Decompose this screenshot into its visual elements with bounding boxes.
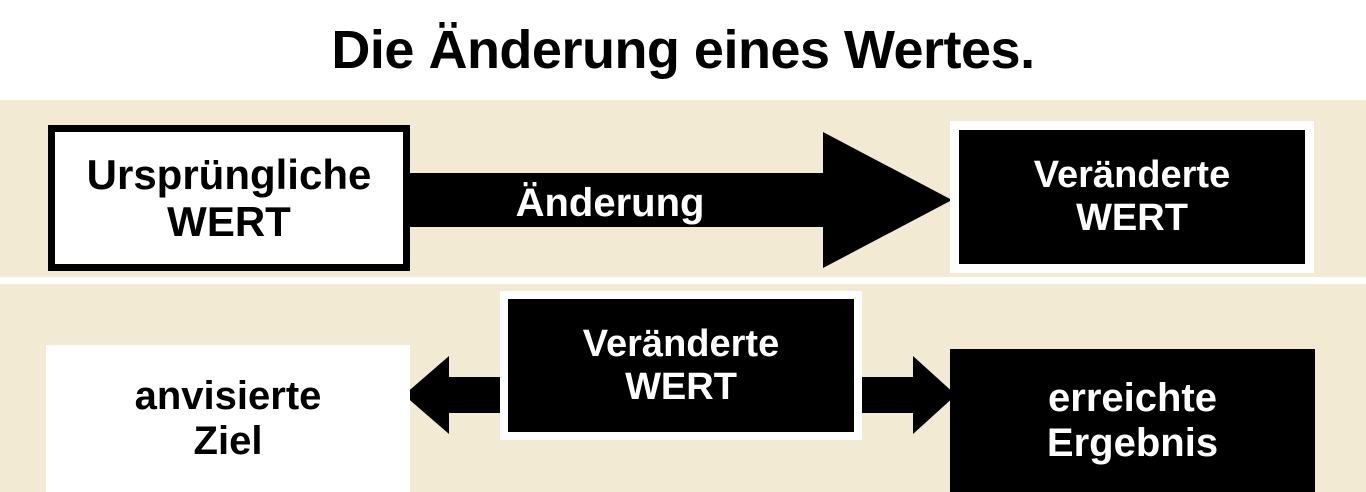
arrow-change-label: Änderung — [515, 181, 705, 225]
box-targeted-goal-line2: Ziel — [193, 418, 263, 463]
box-original-value: Ursprüngliche WERT — [48, 125, 410, 271]
box-changed-value-top-line2: WERT — [1076, 197, 1188, 239]
box-targeted-goal-line1: anvisierte — [134, 373, 322, 418]
arrow-right-icon — [856, 356, 956, 434]
box-changed-value-top: Veränderte WERT — [950, 121, 1314, 273]
box-targeted-goal: anvisierte Ziel — [46, 345, 410, 492]
box-changed-value-center-line1: Veränderte — [582, 322, 780, 365]
box-changed-value-top-line1: Veränderte — [1033, 154, 1231, 197]
page-title: Die Änderung eines Wertes. — [331, 20, 1035, 80]
box-original-value-line1: Ursprüngliche — [86, 150, 372, 198]
box-achieved-result-line1: erreichte — [1048, 375, 1217, 420]
box-achieved-result: erreichte Ergebnis — [950, 349, 1315, 492]
arrow-right-large-icon — [400, 130, 952, 270]
box-original-value-line2: WERT — [167, 198, 291, 245]
box-achieved-result-line2: Ergebnis — [1046, 420, 1219, 465]
box-changed-value-center: Veränderte WERT — [500, 291, 862, 440]
arrow-left-icon — [404, 356, 508, 434]
box-changed-value-center-line2: WERT — [625, 365, 737, 408]
